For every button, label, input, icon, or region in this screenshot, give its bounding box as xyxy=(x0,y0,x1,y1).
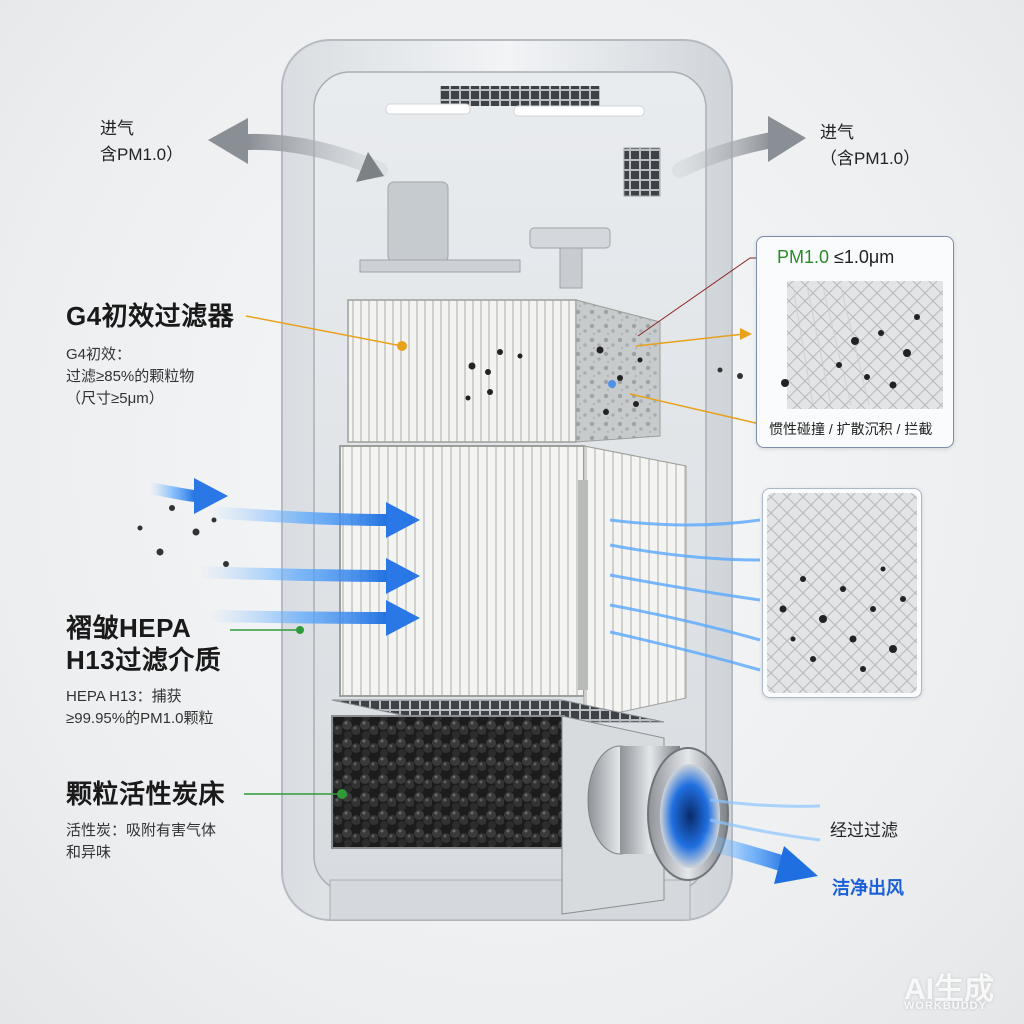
light-strip-right xyxy=(513,105,645,117)
clean-air-outlet-arrow xyxy=(697,798,821,884)
hepa-mesh-closeup xyxy=(767,493,917,693)
ai-watermark-brand: WORKBUDDY xyxy=(904,1000,987,1012)
pm-callout-title: PM1.0 ≤1.0μm xyxy=(777,247,895,267)
hepa-h13-filter xyxy=(339,445,687,721)
g4-description: G4初效： 过滤≥85%的颗粒物 （尺寸≥5μm） xyxy=(66,346,195,407)
inlet-arrow-right xyxy=(672,116,806,178)
carbon-heading: 颗粒活性炭床 xyxy=(66,779,226,809)
pm-callout-box: PM1.0 ≤1.0μm 惯性碰撞 / 扩散沉积 / 拦截 xyxy=(756,236,954,448)
hepa-heading: 褶皱HEPA H13过滤介质 xyxy=(66,613,222,675)
filtration-mechanism-label: 惯性碰撞 / 扩散沉积 / 拦截 xyxy=(769,421,933,437)
carbon-description: 活性炭：吸附有害气体 和异味 xyxy=(66,822,217,861)
g4-prefilter xyxy=(347,299,661,443)
hepa-description: HEPA H13：捕获 ≥99.95%的PM1.0颗粒 xyxy=(66,688,214,727)
g4-heading: G4初效过滤器 xyxy=(66,301,235,331)
inlet-label-right: 进气 （含PM1.0） xyxy=(820,123,921,168)
inlet-arrow-left xyxy=(208,118,388,182)
ai-watermark: AI生成 xyxy=(904,973,994,1006)
light-strip-left xyxy=(385,103,471,115)
side-vent xyxy=(623,147,661,197)
outlet-label-filtered: 经过过滤 xyxy=(830,821,898,840)
shelf xyxy=(359,259,521,273)
outlet-nozzle xyxy=(587,745,729,881)
leader-lines xyxy=(230,257,761,799)
outlet-label-clean-air: 洁净出风 xyxy=(832,878,904,898)
hepa-closeup-box xyxy=(762,488,922,698)
airflow-in-arrows xyxy=(148,478,420,636)
fan-mount xyxy=(529,227,611,249)
inlet-label-left: 进气 含PM1.0） xyxy=(100,119,184,164)
g4-particles xyxy=(465,346,643,415)
top-vent xyxy=(440,86,600,106)
seat-fixture xyxy=(387,181,449,263)
airflow-through-arrows xyxy=(609,518,761,672)
fiber-closeup xyxy=(781,281,943,409)
